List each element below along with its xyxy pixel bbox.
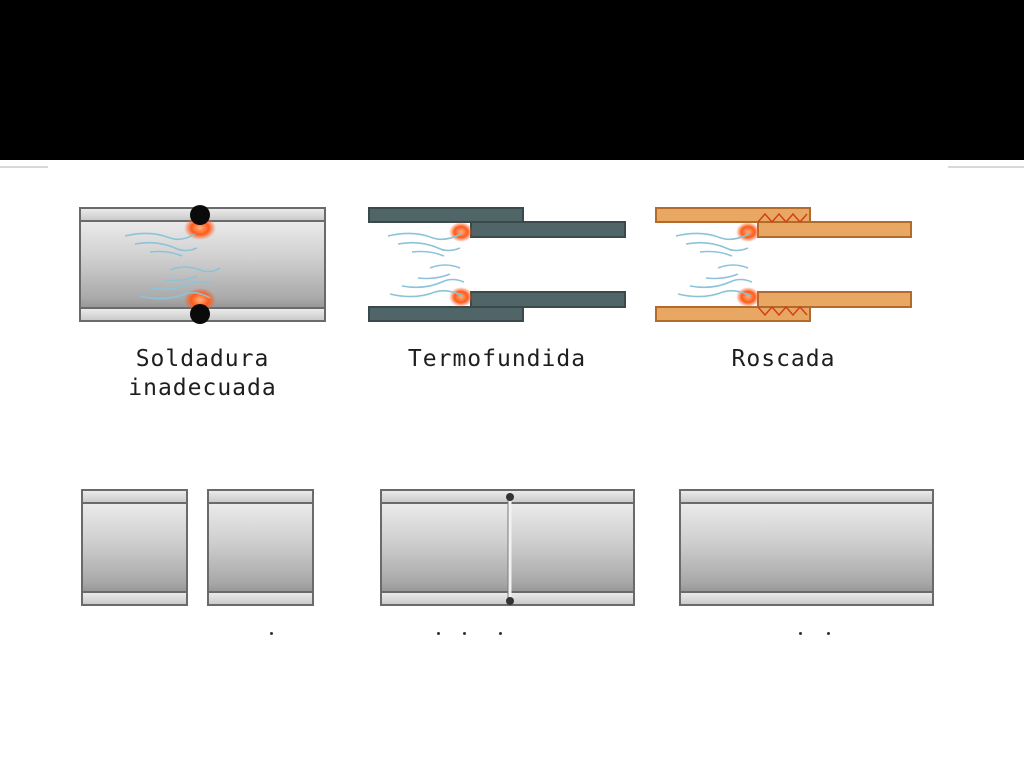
soldadura-cracks — [124, 232, 221, 300]
dot-mark — [270, 632, 273, 635]
dot-mark — [437, 632, 440, 635]
dot-mark — [799, 632, 802, 635]
soldadura-leak-glow — [184, 216, 216, 312]
roscada-threads — [757, 212, 808, 317]
dot-mark — [827, 632, 830, 635]
pipe-butt-joint — [380, 489, 635, 606]
divider-left — [0, 166, 48, 168]
soldadura-weld-beads — [190, 205, 210, 324]
roscada-pipe — [655, 207, 912, 322]
label-roscada: Roscada — [731, 346, 836, 372]
roscada-cracks — [675, 232, 753, 298]
dot-mark — [463, 632, 466, 635]
termofundida-pipe — [368, 207, 626, 322]
dot-mark — [499, 632, 502, 635]
label-termofundida: Termofundida — [407, 346, 587, 372]
divider-right — [948, 166, 1024, 168]
label-soldadura-inadecuada: Soldadura inadecuada — [128, 346, 277, 401]
pipe-continuous — [679, 489, 934, 606]
slide-header-bar — [0, 0, 1024, 160]
pipe-ends-separated — [81, 489, 314, 606]
termofundida-cracks — [387, 232, 465, 298]
